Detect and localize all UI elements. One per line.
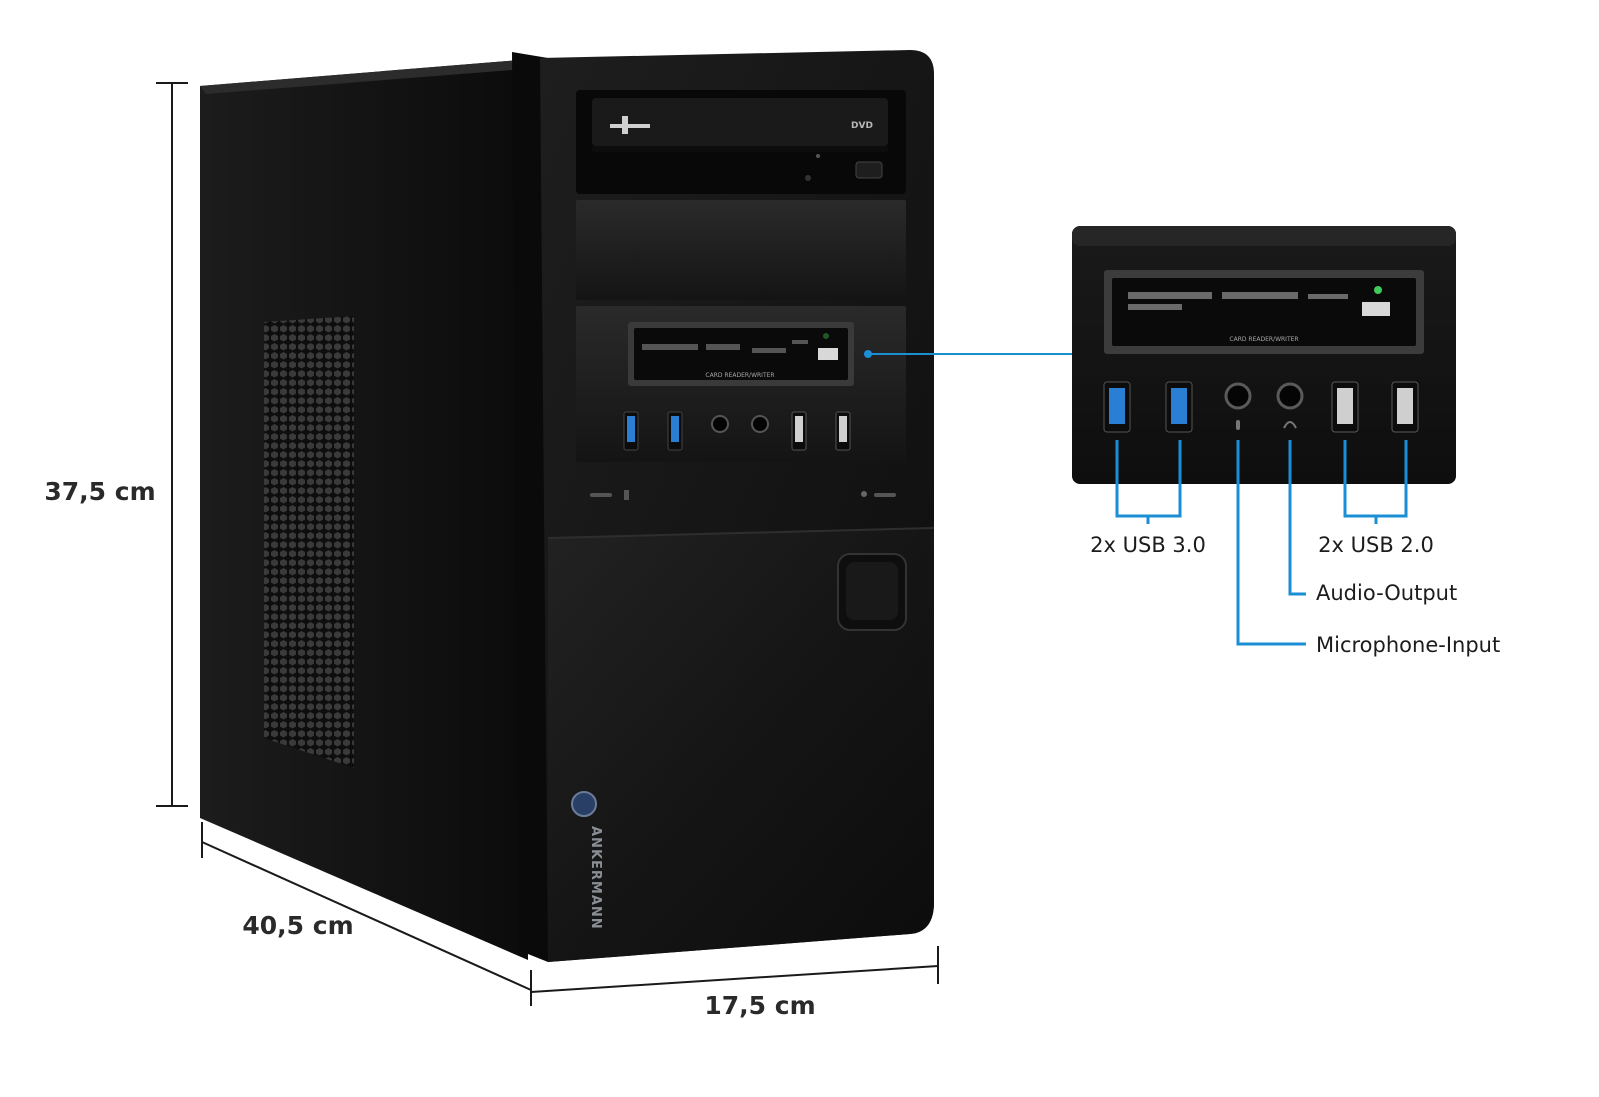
- front-door: [548, 528, 934, 962]
- brand-logo-icon: [571, 791, 597, 817]
- height-dimension: 37,5 cm: [44, 82, 188, 807]
- card-reader-small-label: CARD READER/WRITER: [705, 372, 774, 379]
- height-label: 37,5 cm: [44, 477, 155, 506]
- headphone-jack[interactable]: [751, 415, 769, 433]
- usb-port[interactable]: [818, 348, 838, 360]
- usb3-label: 2x USB 3.0: [1090, 533, 1206, 557]
- io-zoom-panel: CARD READER/WRITER: [1072, 226, 1456, 484]
- usb2-callout: 2x USB 2.0: [1318, 440, 1434, 557]
- card-reader-label: CARD READER/WRITER: [1229, 336, 1298, 343]
- width-dimension: 17,5 cm: [530, 946, 939, 1020]
- microphone-jack-zoom[interactable]: [1224, 382, 1252, 410]
- depth-label: 40,5 cm: [242, 911, 353, 940]
- card-reader-large: CARD READER/WRITER: [1104, 270, 1424, 354]
- drive-logo-icon: [610, 116, 650, 134]
- card-reader-small: CARD READER/WRITER: [628, 322, 854, 386]
- microphone-input-callout: Microphone-Input: [1236, 440, 1500, 657]
- microphone-jack[interactable]: [711, 415, 729, 433]
- side-vent: [264, 316, 354, 768]
- microphone-input-label: Microphone-Input: [1316, 633, 1500, 657]
- microphone-icon: [1236, 420, 1240, 430]
- optical-drive: DVD: [576, 90, 906, 194]
- width-label: 17,5 cm: [704, 991, 815, 1020]
- audio-output-callout: Audio-Output: [1288, 440, 1457, 605]
- hdd-activity-icon: [590, 490, 629, 500]
- audio-output-label: Audio-Output: [1316, 581, 1457, 605]
- eject-button[interactable]: [855, 161, 883, 179]
- usb-port[interactable]: [1362, 302, 1390, 316]
- headphone-jack-zoom[interactable]: [1276, 382, 1304, 410]
- depth-dimension: 40,5 cm: [201, 822, 532, 1006]
- pc-tower: DVD CARD READER/WRITER: [200, 50, 935, 962]
- callout-connector: [864, 350, 1074, 358]
- headphone-icon: [1283, 421, 1297, 429]
- brand-logo: ANKERMANN: [571, 791, 603, 930]
- brand-name: ANKERMANN: [588, 826, 603, 930]
- empty-drive-bay: [576, 200, 906, 300]
- front-ports: [623, 411, 851, 451]
- usb3-callout: 2x USB 3.0: [1090, 440, 1206, 557]
- dvd-badge: DVD: [851, 121, 873, 131]
- status-led: [823, 333, 829, 339]
- front-ports-zoom: [1103, 381, 1419, 433]
- usb2-label: 2x USB 2.0: [1318, 533, 1434, 557]
- side-panel: [200, 60, 528, 960]
- status-led: [1374, 286, 1382, 294]
- power-led-icon: [861, 491, 896, 497]
